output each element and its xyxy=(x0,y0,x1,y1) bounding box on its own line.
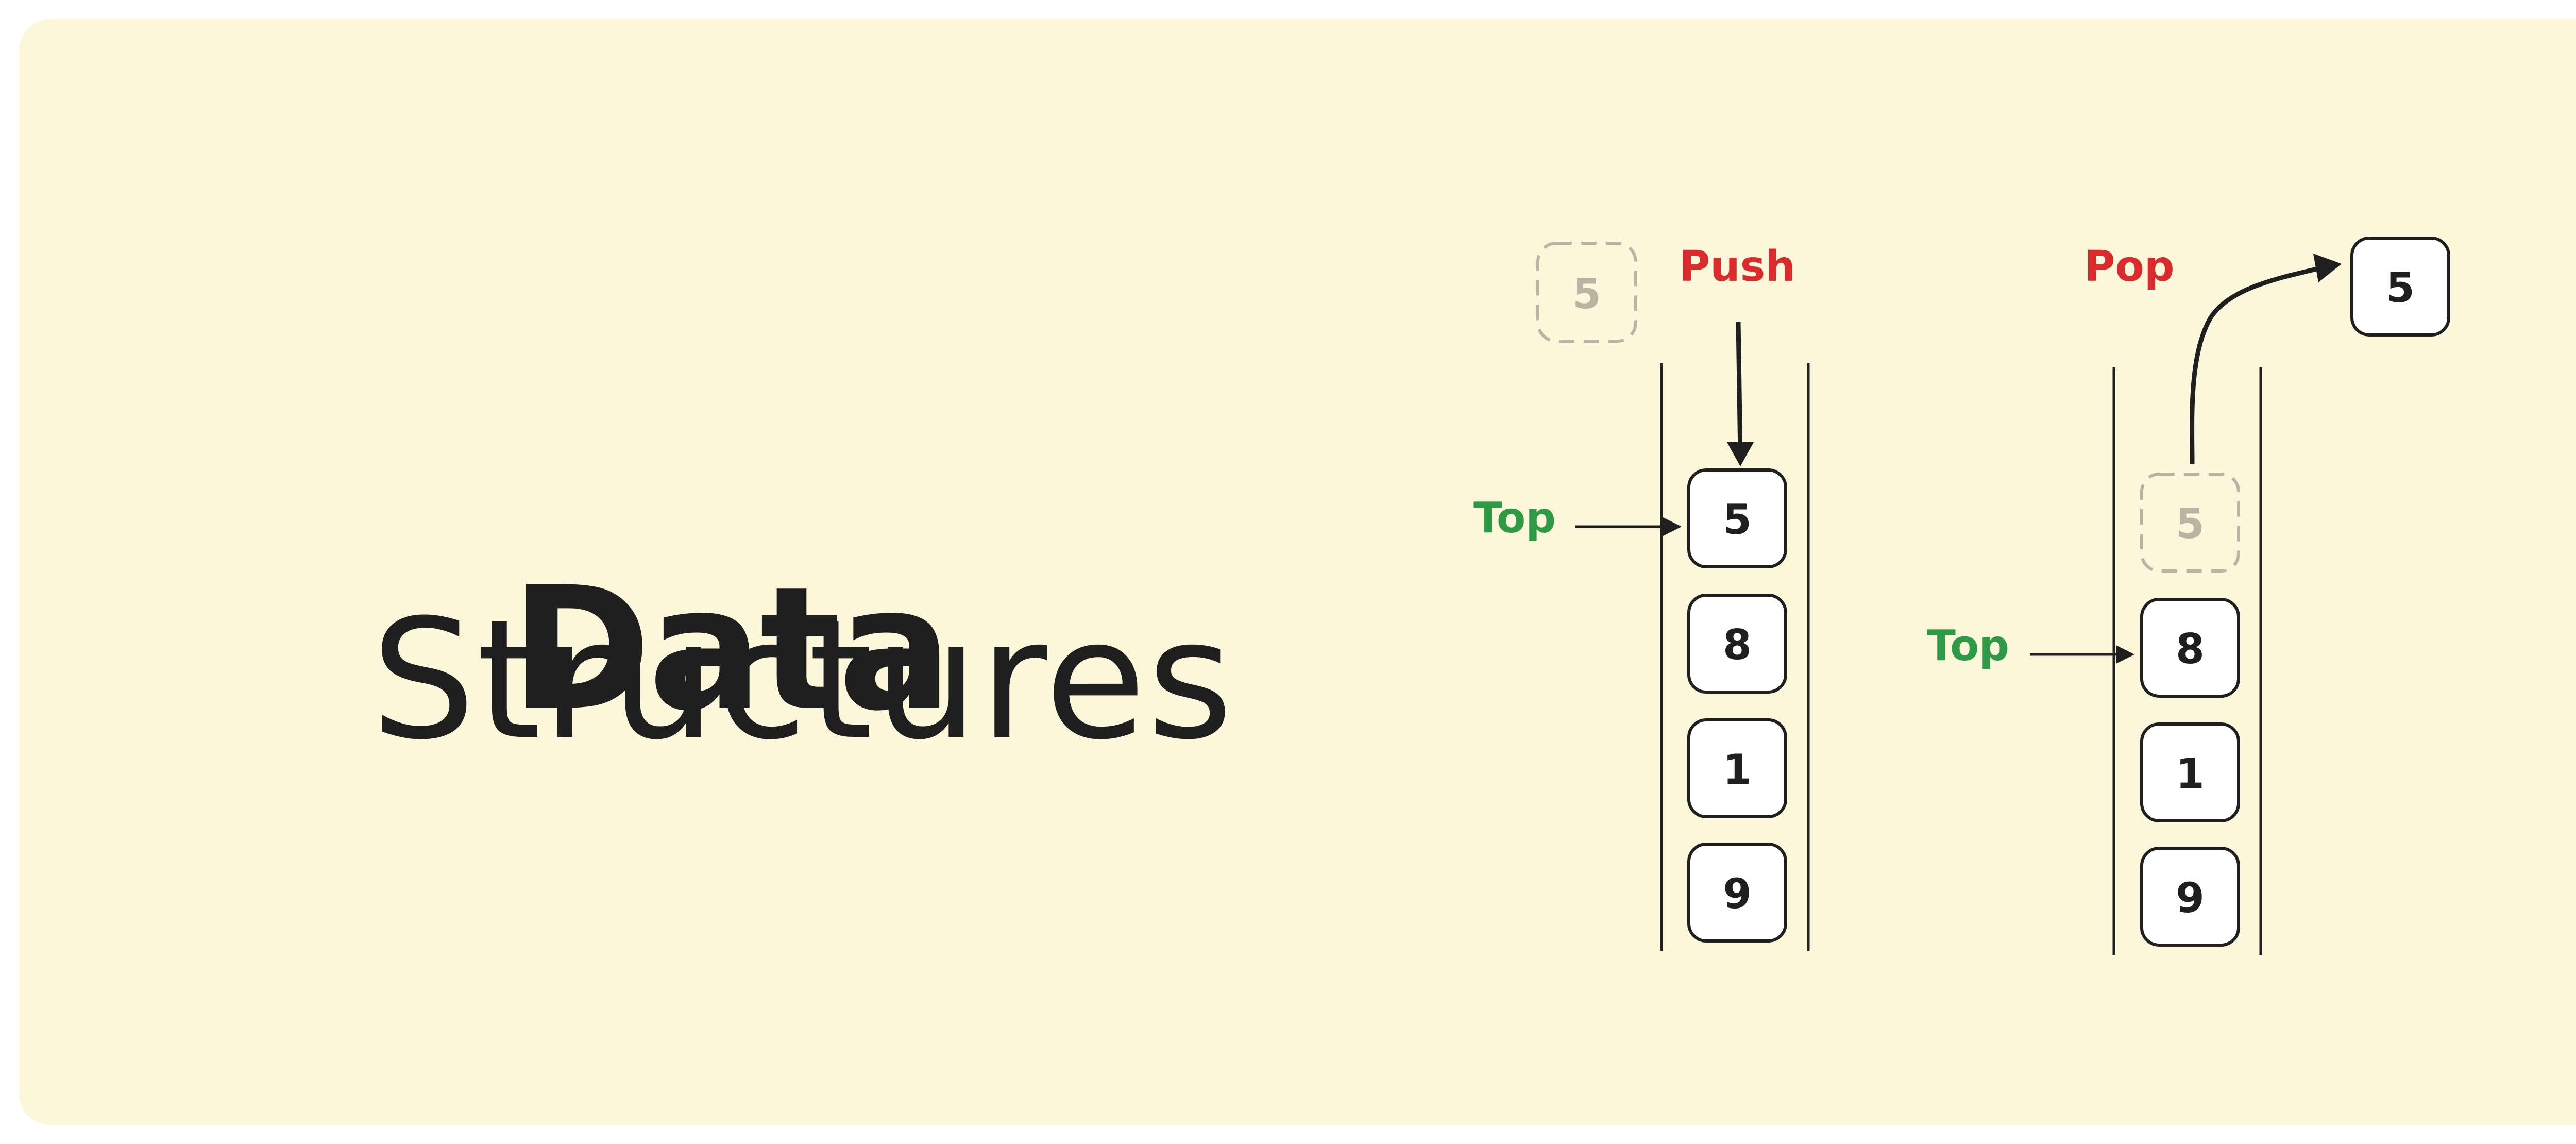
title-data: Data xyxy=(510,550,953,748)
title-structures: Structures xyxy=(371,584,1234,776)
pop-ghost-box xyxy=(2140,473,2240,573)
push-stack-value-2: 8 xyxy=(1723,621,1752,669)
push-ghost-box xyxy=(1536,242,1637,343)
pop-stack-value-2: 1 xyxy=(2176,750,2205,798)
pop-stack-value-1: 8 xyxy=(2176,625,2205,673)
pop-stack-box-3 xyxy=(2140,847,2240,947)
push-top-pointer-head xyxy=(1663,517,1682,536)
pop-ghost-value: 5 xyxy=(2176,500,2205,548)
pop-label: Pop xyxy=(2084,242,2174,291)
pop-stack-value-3: 9 xyxy=(2176,874,2205,922)
push-stack-value-3: 1 xyxy=(1723,746,1752,794)
pop-stack-box-2 xyxy=(2140,722,2240,822)
pop-top-pointer-head xyxy=(2116,645,2134,664)
push-stack-box-3 xyxy=(1687,718,1787,818)
push-stack-value-1: 5 xyxy=(1723,496,1752,544)
pop-top-label: Top xyxy=(1927,621,2009,670)
pop-arrow xyxy=(2190,265,2322,464)
pop-arrow-head xyxy=(2313,254,2342,282)
pop-stack-box-1 xyxy=(2140,598,2240,698)
push-stack-box-1 xyxy=(1687,468,1787,568)
push-stack-box-2 xyxy=(1687,594,1787,694)
push-arrow xyxy=(1736,322,1743,457)
push-stack-value-4: 9 xyxy=(1723,870,1752,918)
pop-removed-box xyxy=(2350,237,2450,337)
push-top-label: Top xyxy=(1473,494,1556,543)
pop-removed-value: 5 xyxy=(2386,264,2415,312)
push-label: Push xyxy=(1679,242,1795,291)
pop-stack: Pop 5 5 8 1 9 Top xyxy=(1927,237,2450,955)
push-stack-box-4 xyxy=(1687,843,1787,943)
push-arrow-head xyxy=(1727,442,1754,466)
push-ghost-value: 5 xyxy=(1572,270,1601,318)
push-stack: 5 Push 5 8 1 9 Top xyxy=(1473,242,1810,951)
